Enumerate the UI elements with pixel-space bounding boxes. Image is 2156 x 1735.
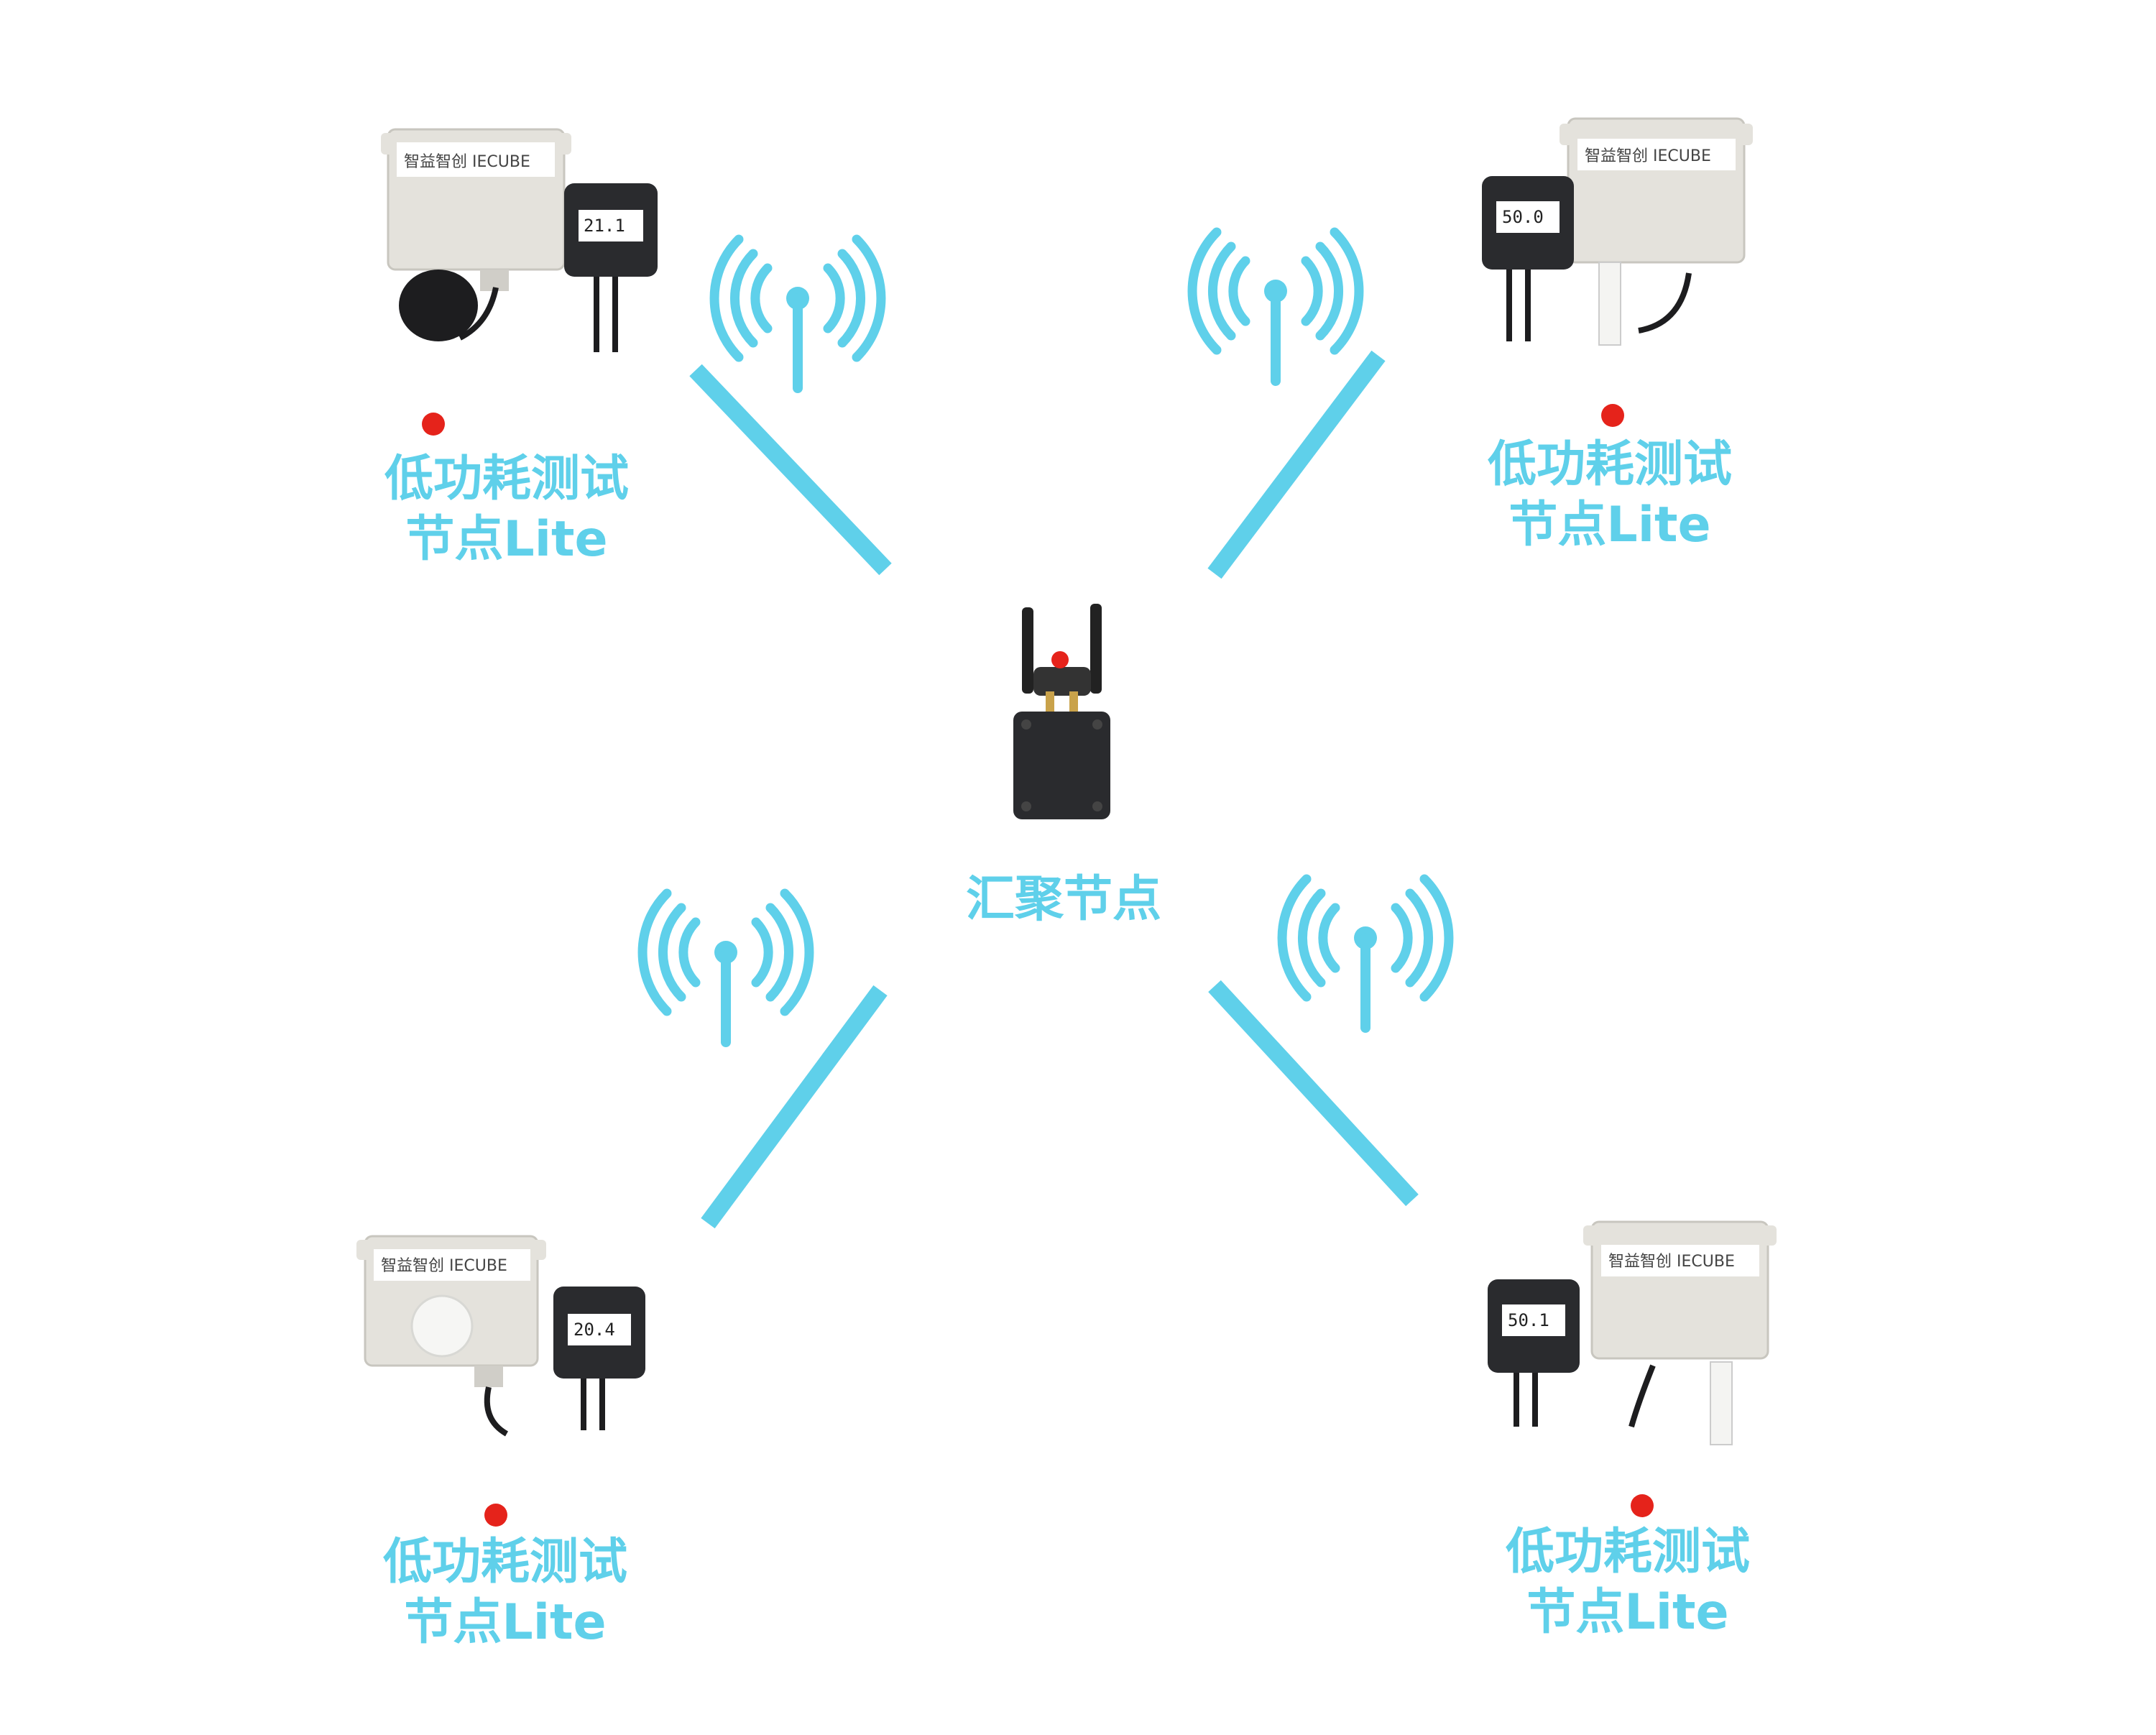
node-label-line1: 低功耗测试 [1488, 1522, 1768, 1583]
brand-label: 智益智创 IECUBE [1585, 147, 1711, 165]
display-value: 21.1 [584, 216, 625, 236]
link-line-top-left [696, 370, 885, 569]
noise-sensor-foam [399, 270, 478, 341]
brand-label: 智益智创 IECUBE [381, 1257, 507, 1275]
link-line-bottom-left [708, 990, 880, 1223]
display-value: 20.4 [573, 1320, 615, 1340]
link-line-top-right [1215, 356, 1378, 574]
wireless-signal-icon [1282, 879, 1449, 1028]
sensor-node-top-right: 智益智创 IECUBE 50.0 [1482, 119, 1753, 427]
node-label-top-right: 低功耗测试 节点Lite [1470, 435, 1750, 556]
node-label-line1: 低功耗测试 [1470, 435, 1750, 495]
node-label-line2: 节点Lite [367, 510, 647, 570]
indicator-led [422, 413, 445, 436]
brand-label: 智益智创 IECUBE [1608, 1253, 1735, 1271]
wireless-signal-icon [714, 239, 881, 388]
indicator-led [1631, 1494, 1654, 1517]
node-label-line2: 节点Lite [1470, 495, 1750, 556]
sensor-node-top-left: 智益智创 IECUBE 21.1 [381, 129, 658, 436]
wireless-signal-icon [1192, 232, 1359, 381]
node-label-line2: 节点Lite [365, 1593, 645, 1653]
sensor-node-bottom-right: 智益智创 IECUBE 50.1 [1488, 1222, 1777, 1517]
hub-gateway-device [1013, 604, 1110, 819]
node-label-line1: 低功耗测试 [365, 1532, 645, 1593]
link-line-bottom-right [1215, 986, 1412, 1200]
node-label-top-left: 低功耗测试 节点Lite [367, 449, 647, 570]
light-sensor-dome [412, 1296, 472, 1356]
node-label-bottom-right: 低功耗测试 节点Lite [1488, 1522, 1768, 1643]
node-label-line2: 节点Lite [1488, 1583, 1768, 1643]
display-value: 50.1 [1508, 1310, 1549, 1330]
hub-label: 汇聚节点 [934, 870, 1193, 930]
hub-label-text: 汇聚节点 [934, 870, 1193, 930]
indicator-led [1601, 404, 1624, 427]
indicator-led [484, 1504, 507, 1527]
node-label-line1: 低功耗测试 [367, 449, 647, 510]
wireless-signal-icon [642, 893, 809, 1042]
node-label-bottom-left: 低功耗测试 节点Lite [365, 1532, 645, 1653]
brand-label: 智益智创 IECUBE [404, 153, 530, 171]
display-value: 50.0 [1502, 207, 1544, 227]
sensor-node-bottom-left: 智益智创 IECUBE 20.4 [356, 1236, 645, 1527]
